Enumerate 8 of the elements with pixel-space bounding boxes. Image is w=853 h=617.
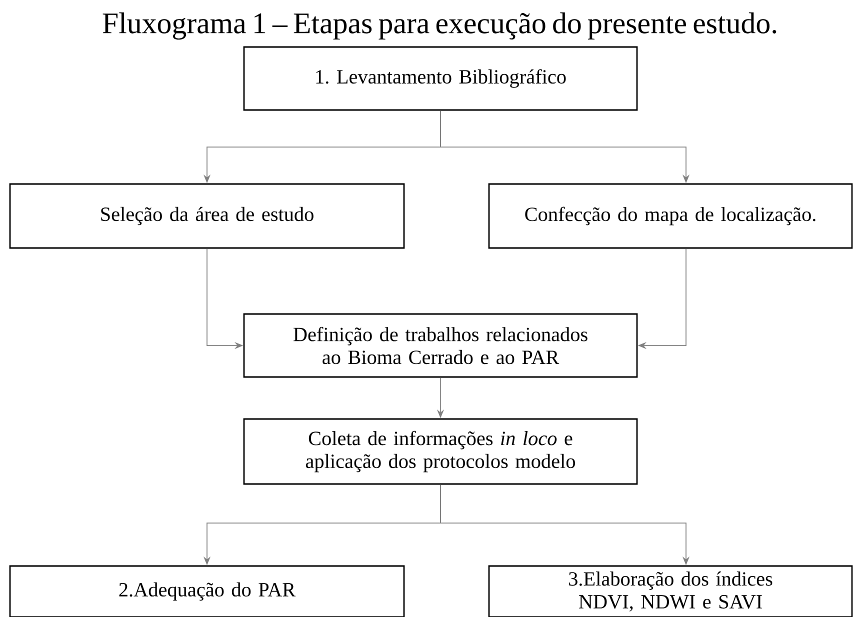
title: Fluxograma 1 – Etapas para execução do presente estudo. bbox=[102, 12, 776, 40]
process-box: Definição de trabalhos relacionados ao Bioma Cerrado e ao PAR bbox=[243, 313, 638, 378]
process-box: 3.Elaboração dos índices NDVI, NDWI e SAVI bbox=[488, 565, 853, 617]
process-box: Seleção da área de estudo bbox=[9, 183, 405, 249]
process-box: Coleta de informações in loco e aplicação dos protocolos modelo bbox=[243, 418, 638, 485]
process-box: 2.Adequação do PAR bbox=[9, 565, 405, 617]
process-box: Confecção do mapa de localização. bbox=[488, 183, 853, 249]
process-box: 1. Levantamento Bibliográfico bbox=[243, 46, 638, 111]
